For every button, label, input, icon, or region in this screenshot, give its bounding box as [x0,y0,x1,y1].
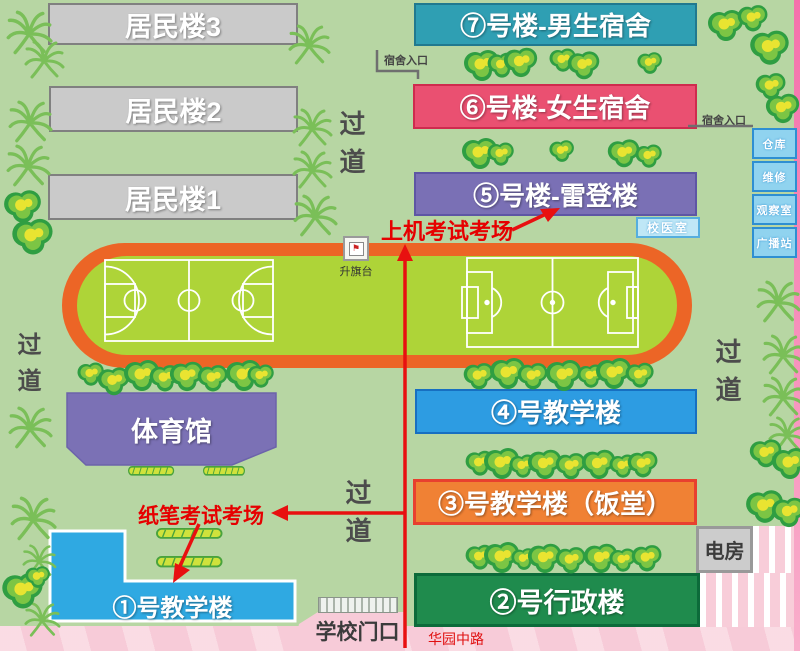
road-name-label: 华园中路 [428,631,484,647]
room-broadcast: 广播站 [752,227,797,258]
school-gate-label: 学校门口 [315,621,400,644]
gym-building-shape [66,392,277,466]
dorm-entrance-label-left: 宿舍入口 [384,55,428,67]
room-maintenance: 维修 [752,161,797,192]
paper-exam-annotation: 纸笔考试考场 [138,505,264,528]
building-4-teaching: ④号教学楼 [415,389,697,434]
school-clinic: 校医室 [636,217,700,238]
passage-label-top: 过道 [336,110,366,186]
residential-building-3: 居民楼3 [48,3,298,45]
flag-icon: ⚑ [351,243,361,253]
passage-label-right: 过道 [712,338,742,414]
residential-building-2: 居民楼2 [49,86,298,132]
gym-label: 体育馆 [131,417,212,447]
passage-label-left: 过道 [13,332,40,404]
passage-label-bottom: 过道 [342,479,372,555]
building-2-admin: ②号行政楼 [414,573,700,627]
school-gate-fence [318,597,398,613]
road-gate-area [293,612,405,651]
power-room: 电房 [696,526,753,573]
building-7-male-dorm: ⑦号楼-男生宿舍 [414,3,697,46]
building-1-label: ①号教学楼 [112,595,233,622]
road-bottom-right-striped [700,573,800,627]
building-6-female-dorm: ⑥号楼-女生宿舍 [413,84,697,129]
flag-platform: ⚑ [343,236,369,261]
residential-building-1: 居民楼1 [48,174,298,220]
flag-platform-label: 升旗台 [339,266,373,278]
soccer-pitch [461,257,639,348]
building-3-teaching-canteen: ③号教学楼（饭堂） [413,479,697,525]
basketball-court [104,259,274,342]
sports-field [77,256,677,355]
dorm-entrance-lines [375,50,753,128]
exam-route-arrows [173,208,560,648]
computer-exam-annotation: 上机考试考场 [381,219,514,244]
room-observation: 观察室 [752,194,797,225]
room-warehouse: 仓库 [752,128,797,159]
dorm-entrance-label-right: 宿舍入口 [702,115,746,127]
road-right-edge [794,0,800,651]
